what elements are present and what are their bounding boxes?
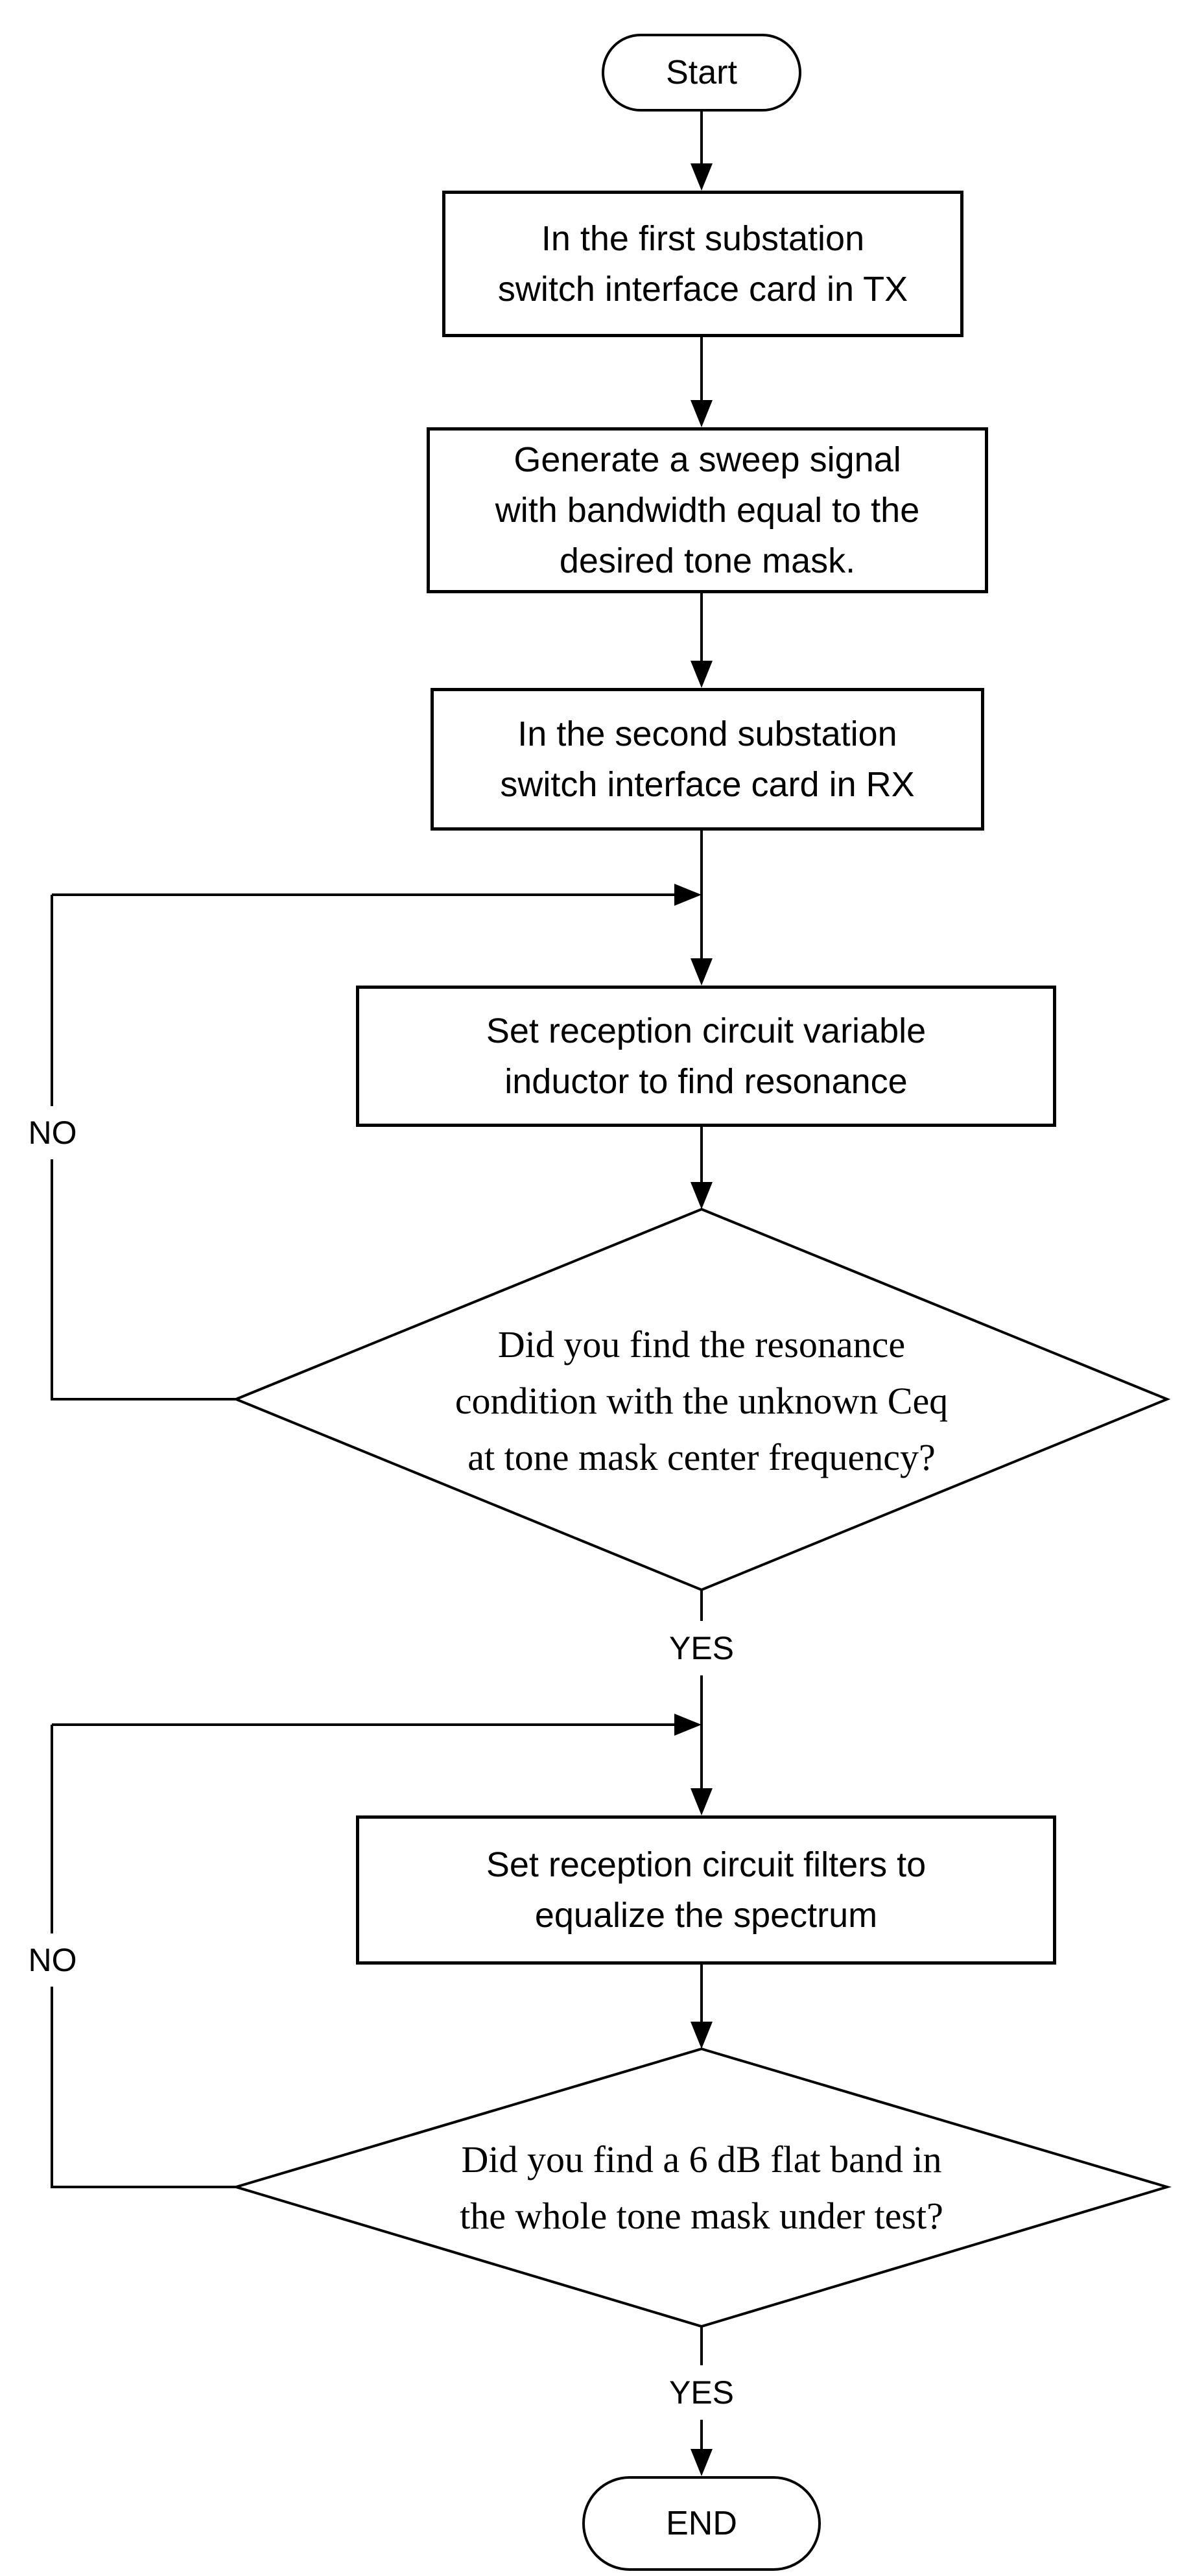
end-label: END — [666, 2505, 737, 2542]
decision-1-label: Did you find the resonance condition wit… — [455, 1323, 949, 1478]
no-loop-2-arrowhead — [674, 1714, 702, 1736]
start-label: Start — [666, 54, 737, 91]
decision-2-label: Did you find a 6 dB flat band in the who… — [460, 2138, 943, 2237]
no-loop-2-return-line — [51, 1725, 236, 2188]
arrow-process5-to-decision2-head — [691, 2022, 713, 2049]
arrow-decision1-to-process5-head — [691, 1788, 713, 1815]
decision-2-label-box: Did you find a 6 dB flat band in the who… — [272, 2119, 1131, 2256]
process-box-3-label: In the second substation switch interfac… — [500, 714, 915, 804]
yes-label-1-text: YES — [668, 1630, 735, 1666]
no-label-1-text: NO — [28, 1115, 77, 1151]
yes-label-2: YES — [652, 2365, 751, 2420]
arrow-process1-to-process2-head — [691, 400, 713, 427]
no-loop-1-arrowhead — [674, 884, 702, 906]
arrow-process2-to-process3-head — [691, 661, 713, 688]
process-box-5: Set reception circuit filters to equaliz… — [356, 1815, 1056, 1965]
arrow-process4-to-decision1-head — [691, 1182, 713, 1209]
process-box-4-label: Set reception circuit variable inductor … — [486, 1011, 927, 1101]
arrow-process3-to-process4-head — [691, 958, 713, 986]
no-loop-1-return-line — [51, 895, 236, 1400]
process-box-1: In the first substation switch interface… — [442, 191, 963, 337]
process-box-3: In the second substation switch interfac… — [431, 688, 984, 831]
decision-1-label-box: Did you find the resonance condition wit… — [272, 1303, 1131, 1498]
end-terminal: END — [582, 2476, 821, 2571]
yes-label-2-text: YES — [668, 2374, 735, 2411]
process-box-1-label: In the first substation switch interface… — [497, 219, 908, 309]
no-label-1: NO — [10, 1106, 95, 1159]
arrow-start-to-process1-head — [691, 163, 713, 191]
no-label-2-text: NO — [28, 1942, 77, 1978]
no-label-2: NO — [10, 1933, 95, 1987]
start-terminal: Start — [602, 34, 801, 112]
process-box-5-label: Set reception circuit filters to equaliz… — [486, 1845, 927, 1935]
arrow-decision2-to-end-head — [691, 2449, 713, 2476]
process-box-2: Generate a sweep signal with bandwidth e… — [427, 427, 988, 593]
process-box-4: Set reception circuit variable inductor … — [356, 986, 1056, 1127]
yes-label-1: YES — [652, 1621, 751, 1675]
process-box-2-label: Generate a sweep signal with bandwidth e… — [495, 440, 920, 581]
